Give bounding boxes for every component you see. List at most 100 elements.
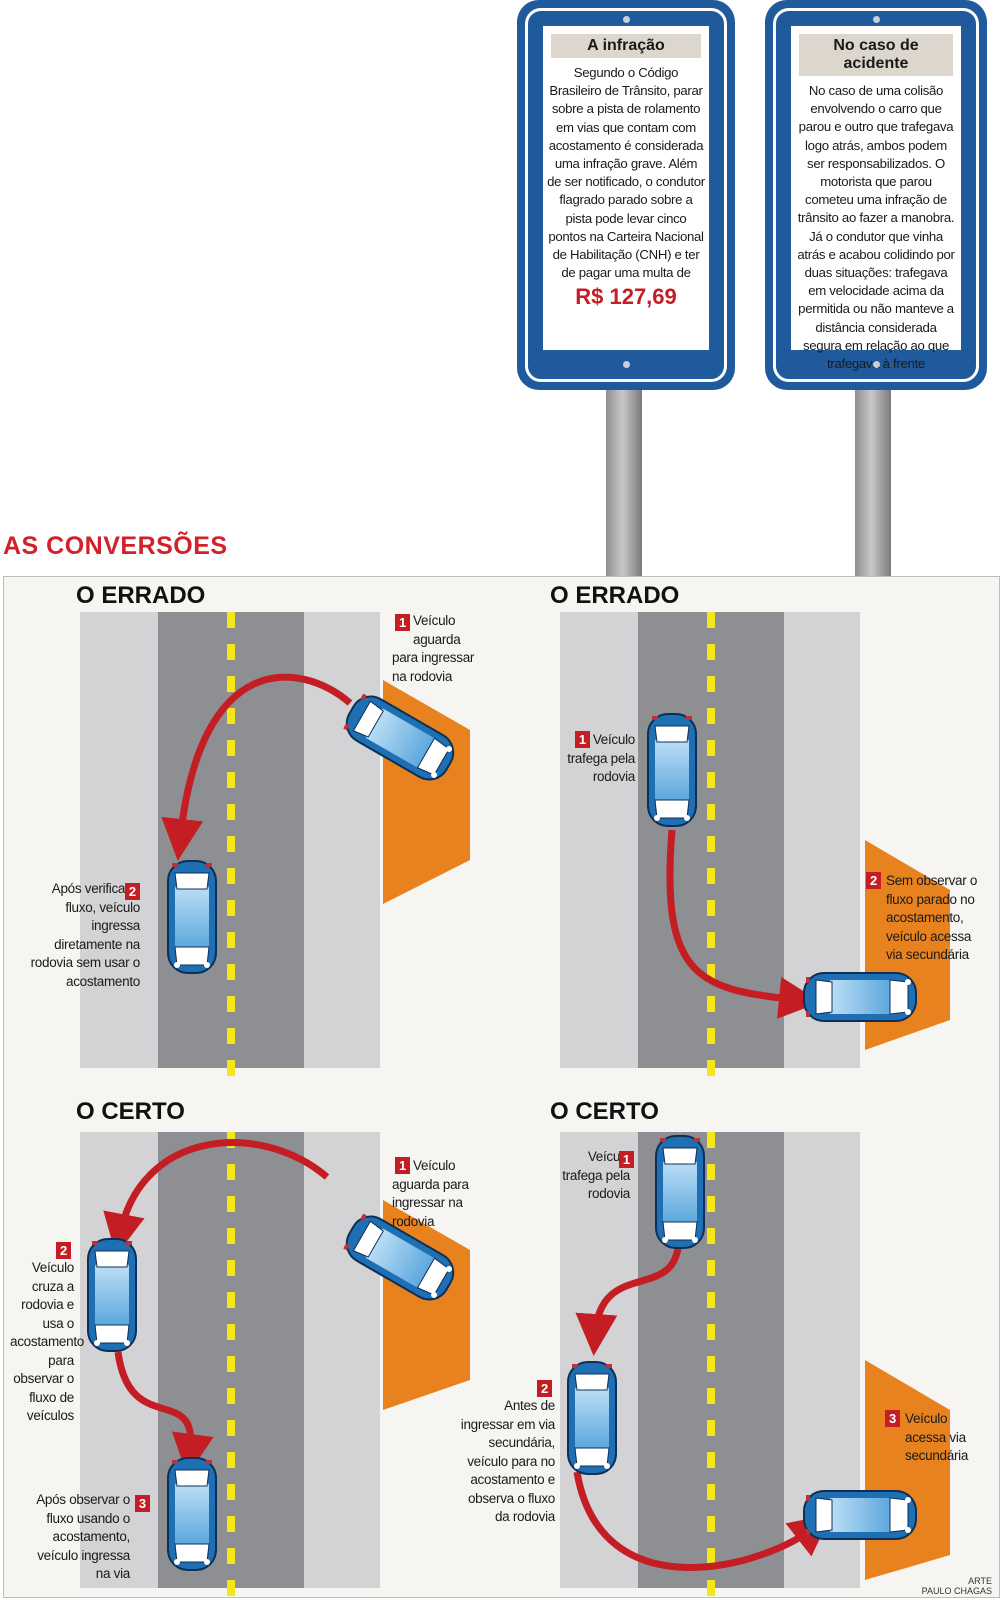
sign-text: Segundo o Código Brasileiro de Trânsito,… [547, 65, 705, 281]
lane-marking [707, 900, 715, 916]
lane-marking [707, 932, 715, 948]
lane-marking [227, 868, 235, 884]
car-icon [167, 1457, 217, 1571]
step-number: 3 [885, 1410, 900, 1427]
lane-marking [707, 1292, 715, 1308]
sign-title: A infração [551, 34, 701, 58]
sign-pole-right [855, 380, 891, 580]
lane-marking [707, 1388, 715, 1404]
step-number: 2 [125, 883, 140, 900]
panel-heading: O CERTO [76, 1098, 185, 1125]
lane-marking [707, 1132, 715, 1148]
bolt-icon [623, 16, 630, 23]
lane-marking [707, 644, 715, 660]
step-number: 1 [574, 731, 590, 748]
lane-marking [227, 932, 235, 948]
route-arrow [103, 1139, 330, 1256]
sign-title: No caso de acidente [799, 34, 953, 76]
lane-marking [707, 708, 715, 724]
car-icon [87, 1238, 137, 1352]
lane-marking [227, 772, 235, 788]
lane-marking [227, 708, 235, 724]
lane-marking [707, 1164, 715, 1180]
step-number: 3 [135, 1495, 150, 1512]
lane-marking [707, 1324, 715, 1340]
lane-marking [227, 1260, 235, 1276]
lane-marking [707, 676, 715, 692]
lane-marking [227, 1484, 235, 1500]
lane-marking [227, 1228, 235, 1244]
lane-marking [707, 1420, 715, 1436]
route-arrow [161, 673, 353, 861]
step-label: Após observar o fluxo usando o acostamen… [36, 1492, 130, 1581]
car-icon [647, 713, 697, 827]
lane-marking [707, 1548, 715, 1564]
route-arrow [666, 829, 821, 1019]
panel-heading: O ERRADO [76, 582, 206, 609]
car-icon [655, 1135, 705, 1249]
car-icon [567, 1361, 617, 1475]
bolt-icon [873, 16, 880, 23]
lane-marking [707, 1452, 715, 1468]
route-arrow [575, 1247, 682, 1356]
sign-pole-left [606, 380, 642, 580]
lane-marking [707, 612, 715, 628]
step-number: 2 [537, 1380, 552, 1397]
lane-marking [227, 804, 235, 820]
lane-marking [707, 964, 715, 980]
main-title: AS CONVERSÕES [3, 532, 228, 560]
car-icon [803, 1490, 917, 1540]
lane-marking [227, 836, 235, 852]
lane-marking [707, 1228, 715, 1244]
lane-marking [227, 900, 235, 916]
lane-marking [227, 644, 235, 660]
lane-marking [227, 1452, 235, 1468]
lane-marking [227, 1548, 235, 1564]
lane-marking [707, 1060, 715, 1076]
lane-marking [707, 740, 715, 756]
lane-marking [227, 1164, 235, 1180]
lane-marking [227, 1356, 235, 1372]
panel-heading: O CERTO [550, 1098, 659, 1125]
route-arrow [114, 1351, 214, 1476]
lane-marking [707, 1260, 715, 1276]
lane-marking [707, 836, 715, 852]
credit: ARTE PAULO CHAGAS [921, 1576, 992, 1596]
step-number: 2 [866, 872, 881, 889]
lane-marking [707, 804, 715, 820]
step-number: 1 [395, 1157, 410, 1174]
sign-infraction: A infração Segundo o Código Brasileiro d… [517, 0, 735, 390]
lane-marking [227, 1580, 235, 1596]
car-icon [803, 972, 917, 1022]
lane-marking [227, 1028, 235, 1044]
lane-marking [227, 612, 235, 628]
lane-marking [227, 740, 235, 756]
lane-marking [707, 868, 715, 884]
route-arrow [573, 1471, 832, 1571]
step-number: 1 [395, 614, 410, 631]
sign-accident: No caso de acidente No caso de uma colis… [765, 0, 987, 390]
lane-marking [227, 1060, 235, 1076]
step-label: Após verificar o fluxo, veículo ingressa… [30, 881, 141, 989]
lane-marking [227, 1516, 235, 1532]
lane-marking [707, 1580, 715, 1596]
panel-heading: O ERRADO [550, 582, 680, 609]
step-number: 2 [56, 1242, 71, 1259]
lane-marking [227, 996, 235, 1012]
lane-marking [707, 1356, 715, 1372]
bolt-icon [623, 361, 630, 368]
car-icon [167, 860, 217, 974]
sign-text: No caso de uma colisão envolvendo o carr… [797, 83, 955, 372]
lane-marking [227, 1324, 235, 1340]
lane-marking [227, 964, 235, 980]
side-road [865, 1360, 950, 1580]
lane-marking [707, 996, 715, 1012]
fine-amount: R$ 127,69 [575, 284, 677, 310]
